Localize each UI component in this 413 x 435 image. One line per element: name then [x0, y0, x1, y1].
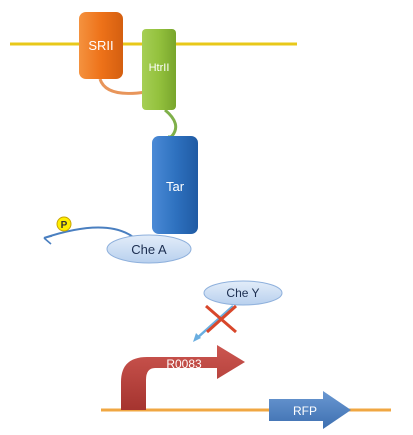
- phosphate-label: P: [61, 220, 68, 231]
- rfp-label: RFP: [293, 404, 317, 418]
- promoter-arrow: [121, 345, 245, 410]
- srii-htrii-linker: [98, 78, 147, 95]
- phosphate-transfer-curve: [43, 226, 138, 241]
- che-y-binding-arrow-head: [193, 333, 201, 342]
- phosphate-arrow-tip: [43, 235, 53, 245]
- rfp-gene-arrow: [269, 391, 351, 429]
- che-y-label: Che Y: [226, 286, 259, 300]
- phosphate-circle: [56, 216, 72, 232]
- che-a-label: Che A: [131, 242, 167, 257]
- promoter-label: R0083: [166, 357, 202, 371]
- tar-box: [152, 136, 198, 234]
- htrii-tar-linker: [164, 108, 178, 141]
- htrii-label: HtrII: [149, 62, 170, 74]
- inhibition-cross-icon: [205, 304, 238, 334]
- srii-label: SRII: [88, 38, 113, 53]
- che-a-oval: [106, 234, 192, 264]
- srii-box: [79, 12, 123, 79]
- che-y-oval: [203, 280, 283, 306]
- tar-label: Tar: [166, 179, 185, 194]
- che-y-binding-arrow: [195, 305, 234, 340]
- htrii-box: [142, 29, 176, 110]
